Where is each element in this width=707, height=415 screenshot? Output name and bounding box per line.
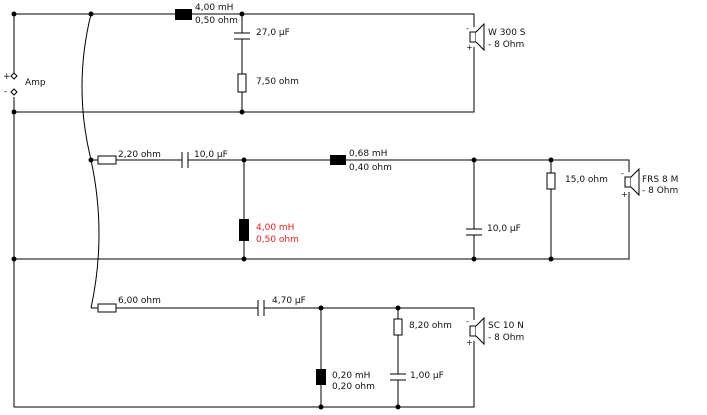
amp-minus-sign: - <box>4 87 7 97</box>
top-series-inductor-value: 4,00 mH <box>195 3 233 13</box>
mid-series-inductor <box>330 155 346 165</box>
junction-dots <box>11 11 554 410</box>
top-shunt-resistor <box>237 73 247 93</box>
wires <box>13 13 630 408</box>
mid-series-inductor-resistance: 0,40 ohm <box>349 163 392 173</box>
mid-shunt-capacitor-value: 10,0 µF <box>487 224 521 234</box>
top-branch: 4,00 mH 0,50 ohm 27,0 µF 7,50 ohm - + W … <box>175 3 526 93</box>
top-shunt-capacitor-value: 27,0 µF <box>256 28 290 38</box>
mid-shunt-inductor <box>239 219 249 241</box>
amp-input: + - Amp <box>3 72 46 97</box>
mid-series-capacitor-value: 10,0 µF <box>194 150 228 160</box>
svg-text:+: + <box>621 190 628 199</box>
mid-series-resistor <box>97 155 117 165</box>
top-series-inductor <box>175 9 192 20</box>
bot-series-capacitor <box>257 300 265 316</box>
bot-shunt-inductor-value: 0,20 mH <box>332 371 370 381</box>
top-driver-impedance: - 8 Ohm <box>488 40 524 50</box>
top-shunt-resistor-value: 7,50 ohm <box>256 77 299 87</box>
amp-label: Amp <box>25 78 46 88</box>
bot-series-resistor-value: 6,00 ohm <box>118 296 161 306</box>
mid-shunt-resistor-value: 15,0 ohm <box>565 175 608 185</box>
svg-text:-: - <box>621 169 624 178</box>
mid-series-inductor-value: 0,68 mH <box>349 149 387 159</box>
top-shunt-capacitor <box>234 32 250 40</box>
mid-shunt-capacitor <box>466 228 482 236</box>
svg-text:+: + <box>466 43 473 52</box>
bot-shunt-capacitor <box>390 373 406 381</box>
speaker-icon: - + <box>466 22 485 52</box>
speaker-icon: - + <box>466 316 485 347</box>
speaker-icon: - + <box>621 167 640 199</box>
bottom-branch: 6,00 ohm 4,70 µF 0,20 mH 0,20 ohm 8,20 o… <box>97 296 524 392</box>
mid-shunt-inductor-resistance: 0,50 ohm <box>256 235 299 245</box>
top-driver-name: W 300 S <box>488 28 526 38</box>
amp-plus-terminal <box>10 72 18 80</box>
amp-plus-sign: + <box>3 72 11 82</box>
bot-shunt-capacitor-value: 1,00 µF <box>410 371 444 381</box>
mid-series-resistor-value: 2,20 ohm <box>118 150 161 160</box>
amp-minus-terminal <box>10 88 18 96</box>
mid-driver-impedance: - 8 Ohm <box>642 186 678 196</box>
bot-driver-name: SC 10 N <box>488 321 524 331</box>
mid-series-capacitor <box>181 152 189 168</box>
middle-branch: 2,20 ohm 10,0 µF 0,68 mH 0,40 ohm 4,00 m… <box>97 149 678 245</box>
bot-series-capacitor-value: 4,70 µF <box>272 296 306 306</box>
mid-driver-name: FRS 8 M <box>642 175 678 185</box>
bot-shunt-inductor-resistance: 0,20 ohm <box>332 382 375 392</box>
svg-text:-: - <box>466 24 469 33</box>
bot-shunt-inductor <box>316 369 326 385</box>
bot-driver-impedance: - 8 Ohm <box>488 333 524 343</box>
bot-shunt-resistor <box>393 318 403 336</box>
svg-text:+: + <box>466 338 473 347</box>
top-series-inductor-resistance: 0,50 ohm <box>195 16 238 26</box>
mid-shunt-inductor-value: 4,00 mH <box>256 223 294 233</box>
bot-shunt-resistor-value: 8,20 ohm <box>409 321 452 331</box>
mid-shunt-resistor <box>546 172 556 190</box>
svg-text:-: - <box>466 317 469 326</box>
bot-series-resistor <box>97 303 117 313</box>
